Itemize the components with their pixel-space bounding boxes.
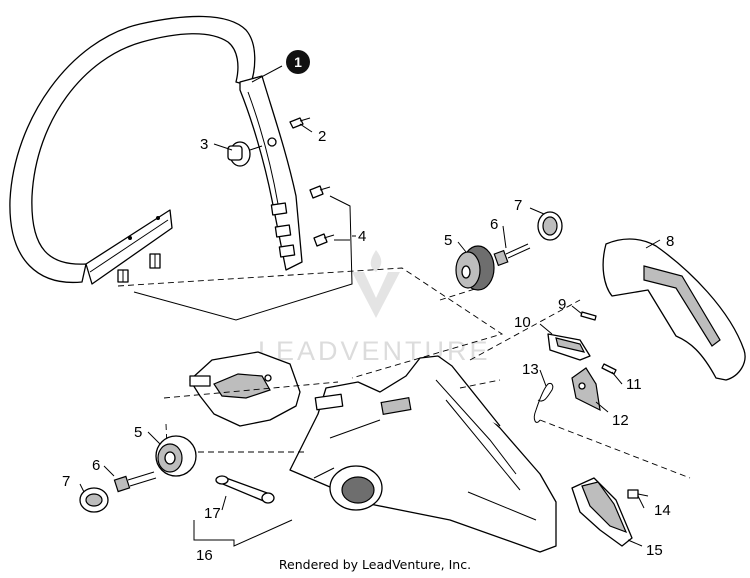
callout-10: 10	[514, 314, 531, 331]
callout-16: 16	[196, 547, 213, 564]
callout-5-upper: 5	[444, 232, 452, 249]
catcher-15[interactable]	[571, 477, 633, 547]
front-handle-bar[interactable]	[9, 15, 303, 285]
lever-12[interactable]	[571, 367, 601, 412]
pin-11[interactable]	[601, 363, 617, 375]
isolator-5-upper[interactable]	[455, 245, 495, 291]
callout-12: 12	[612, 412, 629, 429]
badge-circle-icon	[286, 50, 310, 74]
callout-14: 14	[654, 502, 671, 519]
bolt-17[interactable]	[215, 475, 275, 504]
callout-7-upper: 7	[514, 197, 522, 214]
watermark: LEADVENTURE	[258, 250, 491, 366]
callout-2: 2	[318, 128, 326, 145]
callout-leaders	[79, 123, 661, 547]
footer-credit: Rendered by LeadVenture, Inc.	[278, 557, 472, 572]
lever-10[interactable]	[547, 333, 591, 361]
callout-numbers: 2 3 4 5 6 7 8 9 10 11 12 13 14 15 5 6 7 …	[62, 128, 674, 564]
isolator-5-lower[interactable]	[155, 435, 197, 477]
watermark-logo-icon	[352, 250, 400, 318]
watermark-text: LEADVENTURE	[258, 336, 491, 366]
bolt-6-lower[interactable]	[113, 471, 157, 493]
pin-9[interactable]	[580, 311, 597, 321]
bolt-6-upper[interactable]	[493, 243, 531, 267]
callout-8: 8	[666, 233, 674, 250]
screw-4b[interactable]	[313, 233, 335, 247]
callout-3: 3	[200, 136, 208, 153]
screw-4a[interactable]	[309, 185, 331, 199]
callout-6-lower: 6	[92, 457, 100, 474]
bar-cover-8[interactable]	[602, 238, 746, 381]
cap-7-lower[interactable]	[79, 487, 109, 513]
callout-7-lower: 7	[62, 473, 70, 490]
callout-5-lower: 5	[134, 424, 142, 441]
screw-lower-left-b[interactable]	[149, 253, 161, 269]
bolt-hole-icon	[128, 236, 132, 240]
callout-17: 17	[204, 505, 221, 522]
callout-6-upper: 6	[490, 216, 498, 233]
screw-14[interactable]	[627, 489, 649, 499]
spring-13[interactable]	[533, 383, 554, 423]
callout-13: 13	[522, 361, 539, 378]
callout-11: 11	[626, 376, 642, 393]
callout-4: 4	[358, 228, 366, 245]
sprocket-cover-16[interactable]	[289, 355, 557, 553]
screw-lower-left-a[interactable]	[117, 269, 129, 283]
bolt-hole-icon	[156, 216, 160, 220]
spacer-3[interactable]	[227, 141, 263, 167]
part-1-badge: 1	[251, 50, 310, 83]
screw-2[interactable]	[289, 117, 311, 129]
callout-15: 15	[646, 542, 663, 559]
callout-9: 9	[558, 296, 566, 313]
cap-7-upper[interactable]	[537, 211, 563, 241]
part-1-number: 1	[294, 54, 302, 70]
handle-bracket[interactable]	[189, 351, 301, 427]
